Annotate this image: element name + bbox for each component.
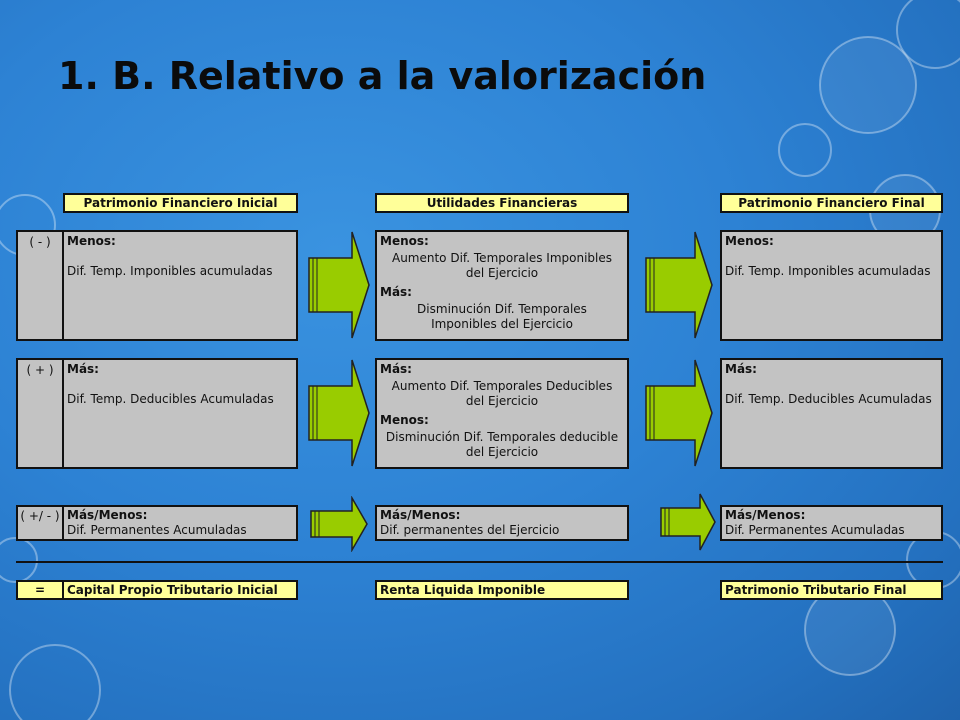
text: Dif. Temp. Deducibles Acumuladas: [67, 392, 274, 406]
text: Dif. Temp. Deducibles Acumuladas: [725, 392, 932, 406]
label: Más:: [67, 362, 99, 376]
arrow-right-icon: [308, 359, 370, 467]
arrow-right-icon: [645, 231, 713, 339]
label: Más:: [380, 362, 412, 376]
arrow-right-icon: [308, 231, 370, 339]
header-patrimonio-financiero-inicial: Patrimonio Financiero Inicial: [63, 193, 298, 213]
total-patrimonio-tributario-final: Patrimonio Tributario Final: [720, 580, 943, 600]
arrow-right-icon: [310, 496, 368, 552]
sign-equals: =: [16, 580, 64, 600]
header-utilidades-financieras: Utilidades Financieras: [375, 193, 629, 213]
total-renta-liquida-imponible: Renta Liquida Imponible: [375, 580, 629, 600]
sign-plus: ( + ): [16, 358, 64, 469]
sign-minus: ( - ): [16, 230, 64, 341]
label: Más/Menos:: [67, 508, 148, 522]
text: Disminución Dif. Temporales Imponibles d…: [417, 302, 587, 331]
sign-plus-minus: ( +/ - ): [16, 505, 64, 541]
label: Menos:: [67, 234, 116, 248]
text: Dif. Temp. Imponibles acumuladas: [67, 264, 273, 278]
text: Dif. Permanentes Acumuladas: [67, 523, 247, 537]
utilities-box-row-2: Más: Aumento Dif. Temporales Deducibles …: [375, 358, 629, 469]
total-capital-propio-tributario-inicial: Capital Propio Tributario Inicial: [62, 580, 298, 600]
label: Menos:: [725, 234, 774, 248]
slide-title: 1. B. Relativo a la valorización: [58, 54, 707, 98]
initial-box-row-3: Más/Menos: Dif. Permanentes Acumuladas: [62, 505, 298, 541]
text: Dif. permanentes del Ejercicio: [380, 523, 560, 537]
final-box-row-1: Menos: Dif. Temp. Imponibles acumuladas: [720, 230, 943, 341]
initial-box-row-2: Más: Dif. Temp. Deducibles Acumuladas: [62, 358, 298, 469]
label: Menos:: [380, 234, 429, 248]
initial-box-row-1: Menos: Dif. Temp. Imponibles acumuladas: [62, 230, 298, 341]
separator-line: [16, 561, 943, 563]
text: Dif. Permanentes Acumuladas: [725, 523, 905, 537]
arrow-right-icon: [660, 493, 716, 551]
label: Más/Menos:: [380, 508, 461, 522]
final-box-row-3: Más/Menos: Dif. Permanentes Acumuladas: [720, 505, 943, 541]
text: Aumento Dif. Temporales Imponibles del E…: [391, 251, 612, 280]
text: Dif. Temp. Imponibles acumuladas: [725, 264, 931, 278]
final-box-row-2: Más: Dif. Temp. Deducibles Acumuladas: [720, 358, 943, 469]
label: Más:: [725, 362, 757, 376]
label: Más:: [380, 285, 412, 299]
utilities-box-row-3: Más/Menos: Dif. permanentes del Ejercici…: [375, 505, 629, 541]
label: Más/Menos:: [725, 508, 806, 522]
text: Disminución Dif. Temporales deducible de…: [385, 430, 619, 459]
label: Menos:: [380, 413, 429, 427]
utilities-box-row-1: Menos: Aumento Dif. Temporales Imponible…: [375, 230, 629, 341]
text: Aumento Dif. Temporales Deducibles del E…: [391, 379, 613, 408]
header-patrimonio-financiero-final: Patrimonio Financiero Final: [720, 193, 943, 213]
arrow-right-icon: [645, 359, 713, 467]
